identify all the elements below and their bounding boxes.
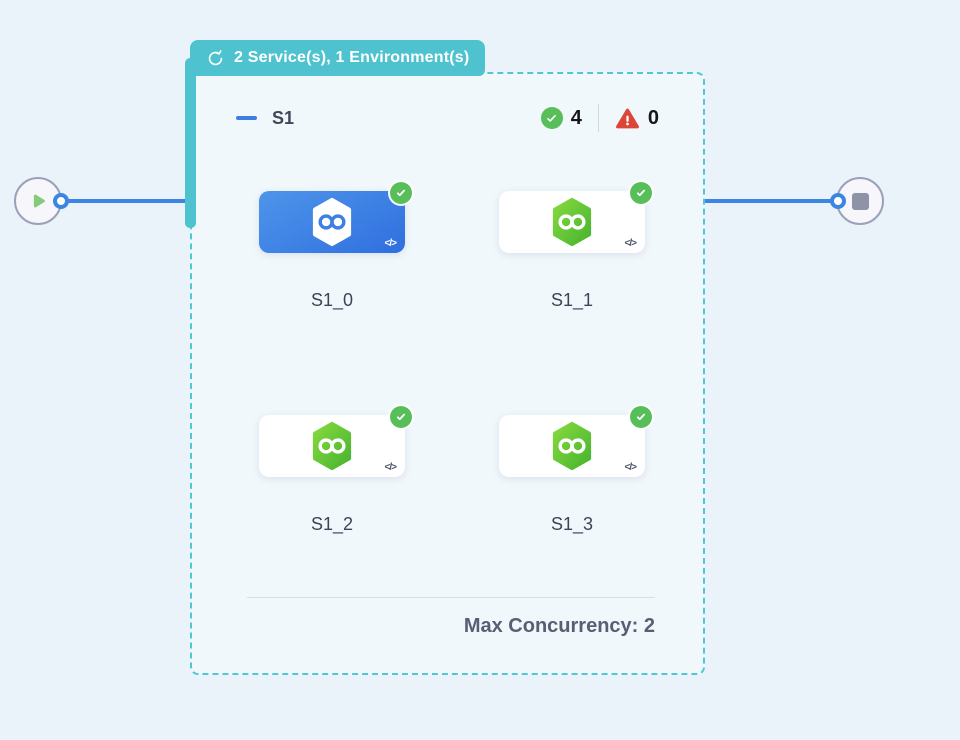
stage-status-counts: 4 0 bbox=[540, 104, 659, 132]
success-badge-icon bbox=[390, 182, 412, 204]
stage-summary-badge[interactable]: 2 Service(s), 1 Environment(s) bbox=[190, 40, 486, 76]
edge-start-to-stage bbox=[60, 199, 188, 203]
service-label-s1-1: S1_1 bbox=[550, 290, 594, 310]
code-icon: </> bbox=[384, 238, 398, 249]
success-badge-icon bbox=[390, 406, 412, 428]
code-icon: </> bbox=[624, 238, 638, 249]
collapse-stage-icon[interactable] bbox=[236, 116, 257, 120]
service-label-s1-3: S1_3 bbox=[550, 514, 594, 534]
stage-summary-label: 2 Service(s), 1 Environment(s) bbox=[234, 49, 470, 66]
service-hexagon-icon bbox=[552, 421, 592, 471]
stage-header: S1 4 0 bbox=[236, 104, 659, 132]
service-label-s1-2: S1_2 bbox=[310, 514, 354, 534]
service-node-card-s1-2[interactable]: </> bbox=[259, 406, 412, 477]
error-count: 0 bbox=[647, 106, 659, 129]
warning-triangle-icon bbox=[615, 108, 639, 128]
footer-divider bbox=[247, 597, 655, 598]
start-node-port[interactable] bbox=[53, 193, 69, 209]
end-node-port[interactable] bbox=[830, 193, 846, 209]
stop-icon bbox=[851, 192, 869, 210]
success-count: 4 bbox=[570, 106, 582, 129]
stage-left-accent-bar bbox=[185, 58, 196, 228]
stats-divider bbox=[597, 104, 599, 132]
service-node-card-s1-3[interactable]: </> bbox=[499, 406, 652, 477]
stage-title: S1 bbox=[272, 107, 295, 128]
service-node-card-s1-1[interactable]: </> bbox=[499, 182, 652, 253]
code-icon: </> bbox=[384, 462, 398, 473]
max-concurrency-label: Max Concurrency: 2 bbox=[463, 615, 655, 637]
service-hexagon-icon bbox=[312, 197, 352, 247]
service-label-s1-0: S1_0 bbox=[310, 290, 354, 310]
service-hexagon-icon bbox=[552, 197, 592, 247]
edge-stage-to-end bbox=[704, 199, 838, 203]
success-badge-icon bbox=[630, 182, 652, 204]
play-icon bbox=[33, 194, 45, 208]
code-icon: </> bbox=[624, 462, 638, 473]
service-hexagon-icon bbox=[312, 421, 352, 471]
service-node-card-s1-0[interactable]: </> bbox=[259, 182, 412, 253]
check-circle-icon bbox=[540, 107, 563, 129]
success-badge-icon bbox=[630, 406, 652, 428]
cycle-icon bbox=[208, 49, 223, 65]
stage-container[interactable]: S1 4 0 </> bbox=[190, 72, 705, 675]
